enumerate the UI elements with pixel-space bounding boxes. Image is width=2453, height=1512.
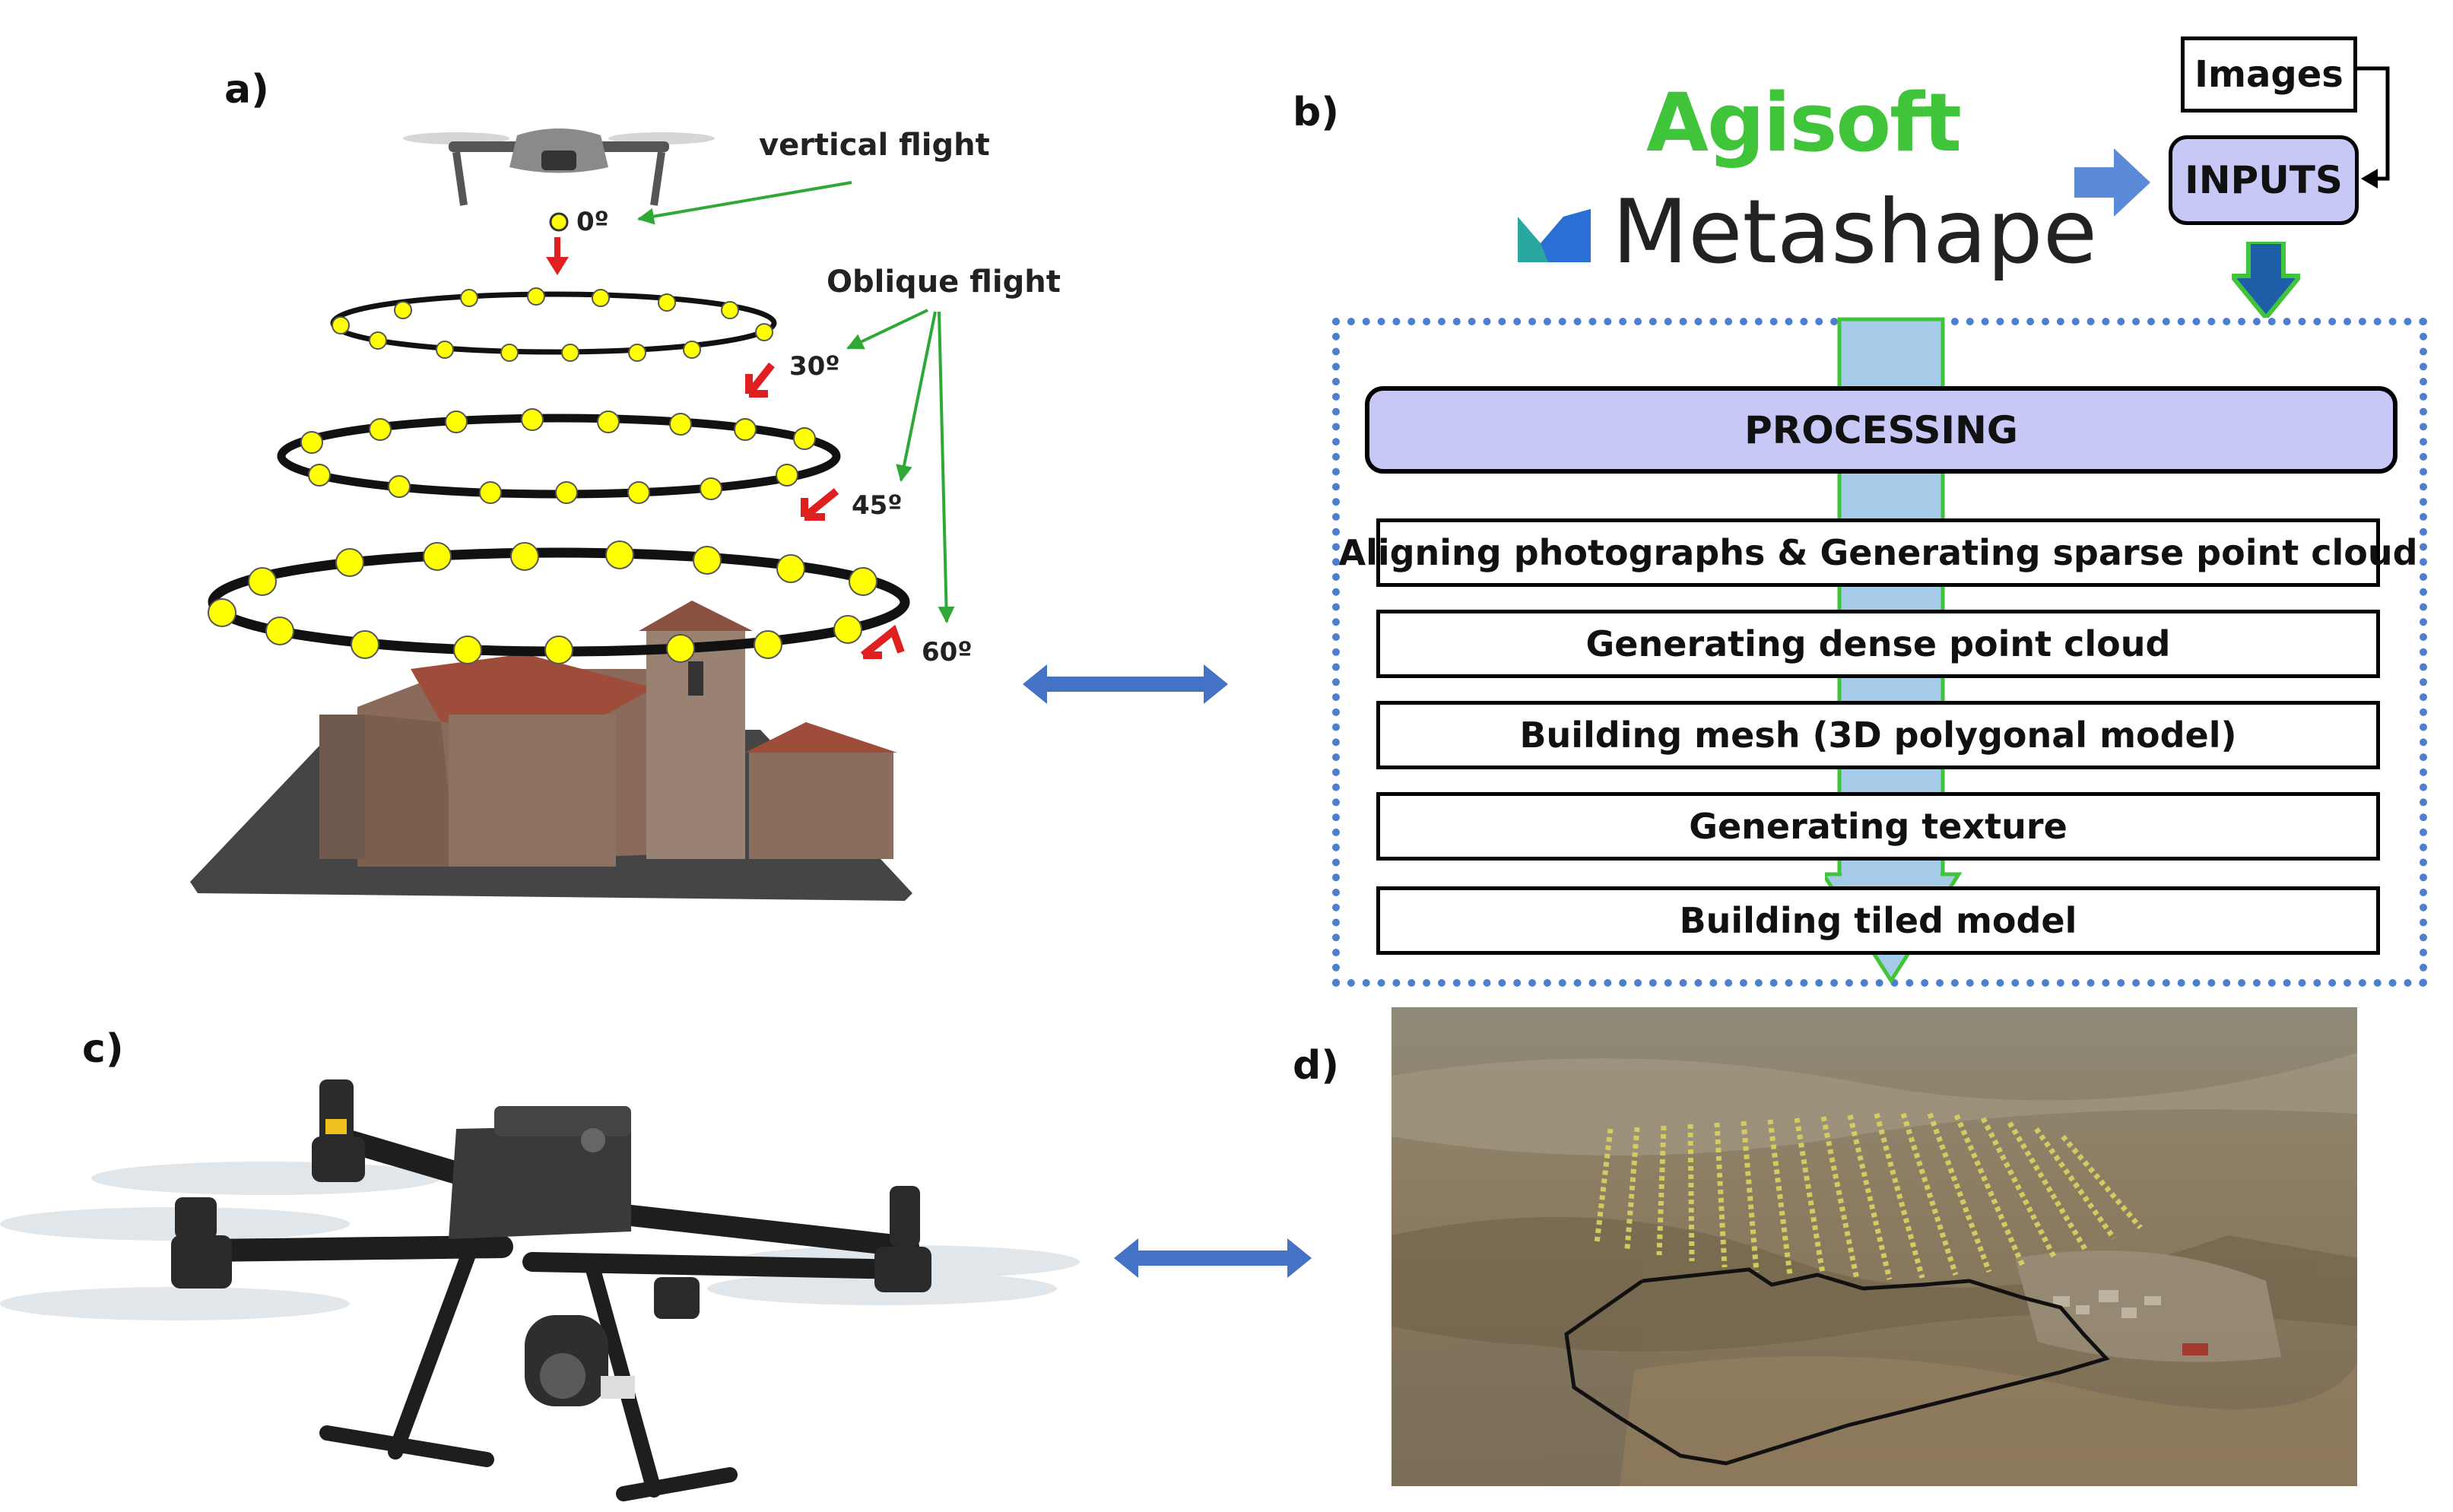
angle-60-label: 60º <box>922 637 973 667</box>
matrice-drone-photo <box>0 1079 1080 1501</box>
orbit-45 <box>277 408 841 504</box>
flight-plan-map <box>1392 1007 2357 1486</box>
images-box: Images <box>2181 36 2357 113</box>
orbit-60 <box>208 540 910 664</box>
orbit-30 <box>330 287 777 362</box>
step-dense-cloud: Generating dense point cloud <box>1376 610 2380 678</box>
step-texture: Generating texture <box>1376 792 2380 861</box>
agisoft-brand: Agisoft <box>1646 76 1962 170</box>
step-build-mesh: Building mesh (3D polygonal model) <box>1376 701 2380 769</box>
down-arrow-icon <box>2232 242 2300 318</box>
double-arrow-icon <box>1023 664 1228 704</box>
double-arrow-icon <box>1114 1238 1312 1278</box>
angle-0-label: 0º <box>576 207 609 237</box>
direction-arrow-30-icon <box>745 362 775 398</box>
vertical-waypoint <box>549 212 569 232</box>
images-to-inputs-connector <box>2357 66 2390 189</box>
vertical-flight-label: vertical flight <box>759 128 990 163</box>
oblique-flight-label: Oblique flight <box>827 265 1061 300</box>
step-tiled-model: Building tiled model <box>1376 886 2380 955</box>
panel-label-a: a) <box>224 67 269 113</box>
panel-label-d: d) <box>1293 1043 1339 1089</box>
down-arrow-icon <box>546 237 569 275</box>
vertical-flight-pointer <box>637 181 852 225</box>
metashape-logo-icon <box>1518 209 1591 262</box>
step-align-photos: Aligning photographs & Generating sparse… <box>1338 518 2418 587</box>
inputs-box: INPUTS <box>2169 135 2359 225</box>
church-3d-model <box>190 601 912 901</box>
right-arrow-icon <box>2074 148 2150 217</box>
small-drone-icon <box>403 128 715 206</box>
flight-plan-illustration <box>190 128 955 901</box>
angle-30-label: 30º <box>789 351 840 382</box>
panel-label-b: b) <box>1293 90 1339 135</box>
metashape-brand: Metashape <box>1612 181 2098 284</box>
panel-label-c: c) <box>82 1026 124 1072</box>
angle-45-label: 45º <box>852 490 903 521</box>
direction-arrow-60-icon <box>860 624 905 659</box>
oblique-flight-pointers <box>846 309 955 623</box>
processing-box: PROCESSING <box>1365 386 2397 474</box>
direction-arrow-45-icon <box>801 488 839 521</box>
